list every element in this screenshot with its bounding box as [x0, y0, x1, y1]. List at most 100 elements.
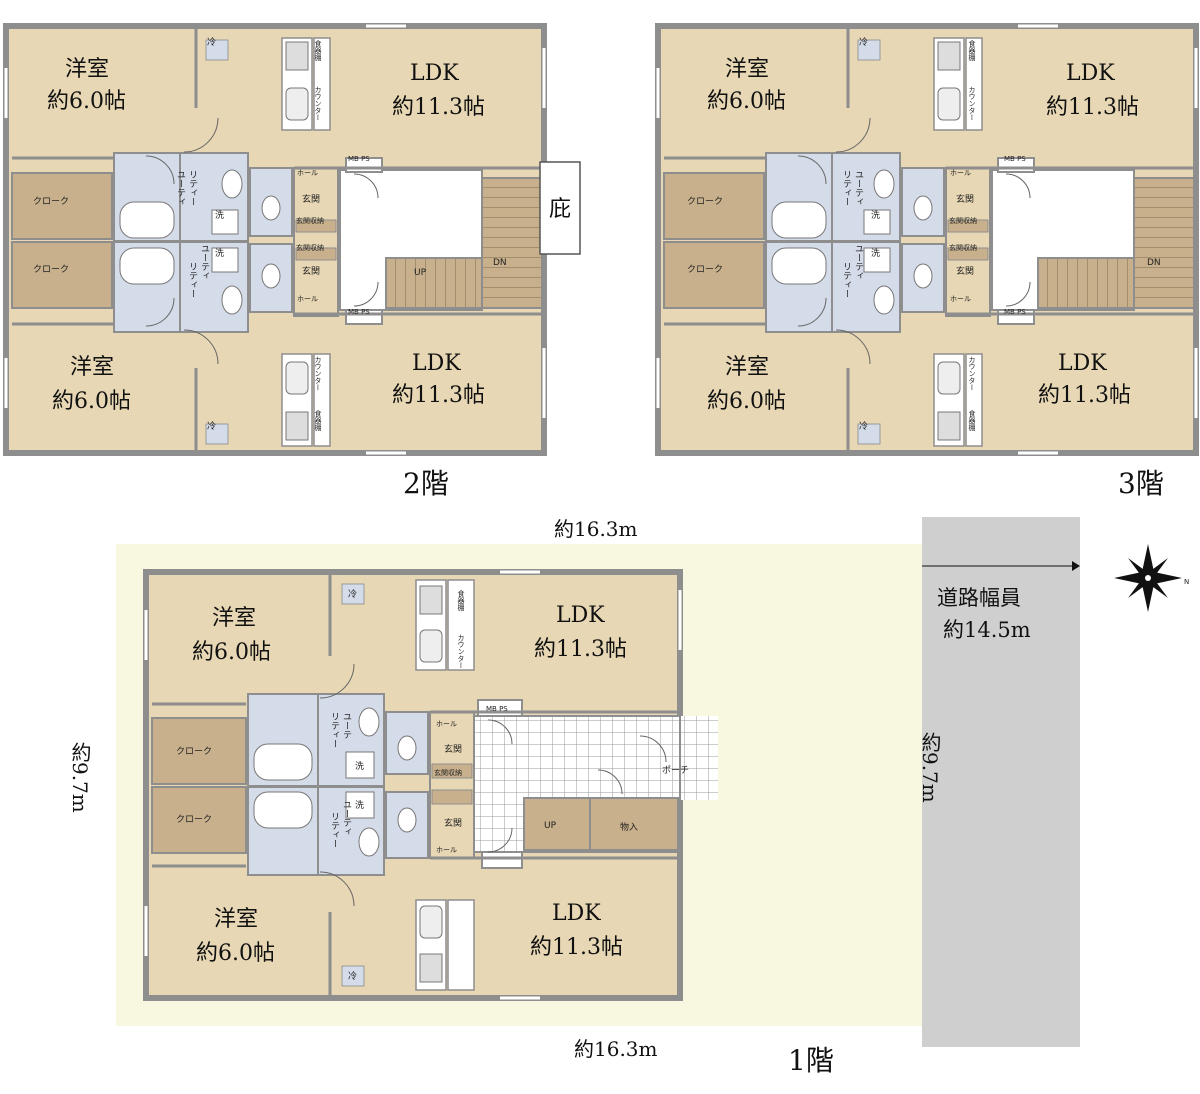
- f1-entrance-2: 玄関: [444, 817, 462, 829]
- f1-cloak-1: クローク: [176, 746, 212, 757]
- f3-hall-1: ホール: [950, 169, 971, 177]
- f2-cloak-1: クローク: [33, 196, 69, 207]
- f3-cupboard-1: 食器棚: [968, 39, 976, 62]
- f3-ldk-1-name: LDK: [1066, 61, 1115, 86]
- f2-ldk-1-name: LDK: [410, 61, 459, 86]
- f3-western-1-name: 洋室: [725, 57, 769, 82]
- f1-cloak-2: クローク: [176, 814, 212, 825]
- f2-utility-2a: ユーティ: [199, 244, 210, 280]
- road-width-label: 道路幅員: [937, 586, 1021, 610]
- f2-washer-1: 洗: [215, 209, 224, 221]
- f1-mbps: MB PS: [486, 705, 508, 713]
- f2-up: UP: [414, 268, 427, 278]
- f1-fridge-1: 冷: [348, 588, 357, 600]
- f1-washer-2: 洗: [355, 799, 364, 811]
- f2-western-2-name: 洋室: [70, 355, 114, 380]
- f2-western-2-area: 約6.0帖: [52, 389, 131, 414]
- f2-cupboard-1: 食器棚: [314, 39, 322, 62]
- f3-utility-2a: ユーティ: [853, 244, 864, 280]
- f2-hall-1: ホール: [297, 169, 318, 177]
- f3-utility-1a: ユーティ: [853, 170, 864, 206]
- f2-counter-2: カウンター: [314, 356, 322, 391]
- f2-utility-1a: ユーティ: [175, 170, 186, 206]
- f3-fridge-2: 冷: [859, 420, 868, 432]
- f1-ldk-1-name: LDK: [556, 603, 605, 628]
- f2-western-1-name: 洋室: [65, 57, 109, 82]
- f3-western-1-area: 約6.0帖: [707, 89, 786, 114]
- f3-hall-2: ホール: [950, 295, 971, 303]
- f2-counter-1: カウンター: [314, 86, 322, 121]
- f2-western-1-area: 約6.0帖: [47, 89, 126, 114]
- f3-shoe-1: 玄関収納: [949, 216, 977, 225]
- f1-utility-2b: リティー: [329, 812, 339, 848]
- road-width-value: 約14.5m: [943, 618, 1031, 642]
- f3-washer-1: 洗: [871, 209, 880, 221]
- f1-cupboard-1: 食器棚: [457, 589, 465, 612]
- f3-entrance-1: 玄関: [956, 193, 974, 205]
- f2-floor-label: 2階: [403, 467, 449, 500]
- f3-dn: DN: [1147, 258, 1161, 268]
- f3-counter-2: カウンター: [968, 356, 976, 391]
- f1-up: UP: [544, 821, 557, 831]
- f3-fridge-1: 冷: [859, 36, 868, 48]
- f1-hall-2: ホール: [436, 846, 457, 854]
- f3-western-2-area: 約6.0帖: [707, 389, 786, 414]
- f2-ldk-1-area: 約11.3帖: [392, 95, 485, 120]
- f2-utility-2b: リティー: [187, 262, 197, 298]
- f2-ldk-2-area: 約11.3帖: [392, 383, 485, 408]
- f1-shoe-1: 玄関収納: [434, 768, 462, 777]
- f1-floor-label: 1階: [788, 1044, 834, 1077]
- f1-storage: 物入: [620, 821, 638, 833]
- f3-entrance-2: 玄関: [956, 265, 974, 277]
- f1-counter-1: カウンター: [457, 634, 465, 669]
- f1-utility-1b: リティー: [329, 712, 339, 748]
- f1-entrance-1: 玄関: [444, 743, 462, 755]
- f2-hall-2: ホール: [297, 295, 318, 303]
- f3-washer-2: 洗: [871, 247, 880, 259]
- f2-cupboard-2: 食器棚: [314, 409, 322, 432]
- f2-ldk-2-name: LDK: [412, 351, 461, 376]
- dim-depth-right: 約9.7m: [918, 732, 942, 803]
- f3-cupboard-2: 食器棚: [968, 409, 976, 432]
- f1-western-1-area: 約6.0帖: [192, 640, 271, 665]
- f2-shoe-2: 玄関収納: [296, 243, 324, 252]
- f1-utility-2a: ユーティ: [341, 800, 352, 836]
- f3-ldk-2-name: LDK: [1058, 351, 1107, 376]
- floor-1-plan: [116, 517, 1080, 1047]
- f2-dn: DN: [493, 258, 507, 268]
- f3-floor-label: 3階: [1118, 467, 1164, 500]
- f3-western-2-name: 洋室: [725, 355, 769, 380]
- f3-shoe-2: 玄関収納: [949, 243, 977, 252]
- f3-utility-1b: リティー: [841, 170, 851, 206]
- f1-western-2-area: 約6.0帖: [196, 941, 275, 966]
- f2-fridge-1: 冷: [207, 36, 216, 48]
- f1-washer-1: 洗: [355, 760, 364, 772]
- eaves-label: 庇: [549, 197, 571, 222]
- f3-mbps-1: MB PS: [1004, 155, 1026, 163]
- f2-washer-2: 洗: [215, 247, 224, 259]
- f1-fridge-2: 冷: [348, 970, 357, 982]
- f1-porch: ポーチ: [662, 765, 689, 776]
- road-area: [922, 517, 1080, 1047]
- dim-width-bottom: 約16.3m: [574, 1037, 658, 1061]
- f3-utility-2b: リティー: [841, 262, 851, 298]
- f2-fridge-2: 冷: [207, 420, 216, 432]
- f1-ldk-2-name: LDK: [552, 901, 601, 926]
- f3-ldk-1-area: 約11.3帖: [1046, 95, 1139, 120]
- f2-shoe-1: 玄関収納: [296, 216, 324, 225]
- f3-cloak-2: クローク: [687, 264, 723, 275]
- f1-utility-1a: ユーテ: [341, 712, 352, 739]
- compass-icon: [1114, 544, 1182, 612]
- f1-western-1-name: 洋室: [212, 606, 256, 631]
- f1-ldk-1-area: 約11.3帖: [534, 637, 627, 662]
- f2-mbps-1: MB PS: [348, 155, 370, 163]
- f2-cloak-2: クローク: [33, 264, 69, 275]
- dim-depth-left: 約9.7m: [68, 742, 92, 813]
- f1-hall-1: ホール: [436, 720, 457, 728]
- f3-cloak-1: クローク: [687, 196, 723, 207]
- f1-western-2-name: 洋室: [214, 907, 258, 932]
- f1-ldk-2-area: 約11.3帖: [530, 935, 623, 960]
- f3-mbps-2: MB PS: [1004, 308, 1026, 316]
- f2-utility-1b: リティー: [187, 170, 197, 206]
